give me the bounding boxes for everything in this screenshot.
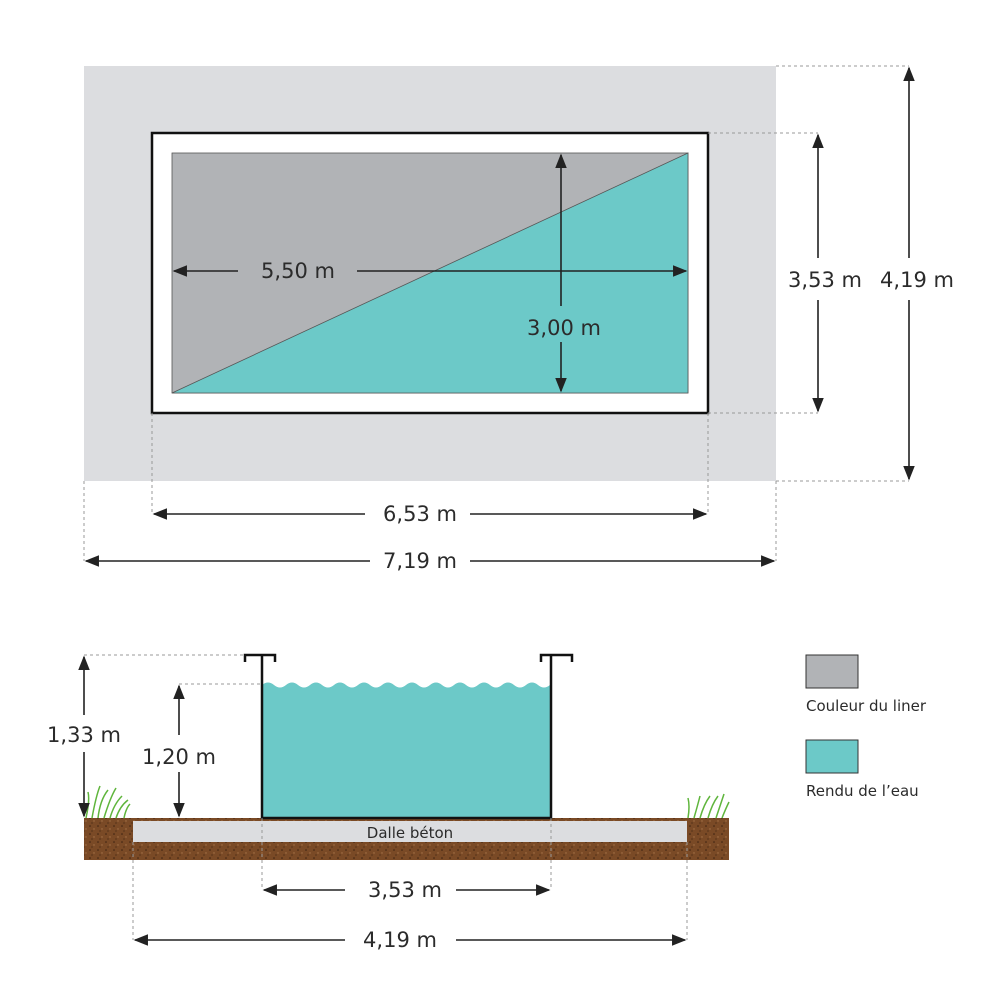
frame-length-label: 6,53 m [383, 502, 457, 526]
pool-width-label: 3,53 m [368, 878, 442, 902]
pool-rim-left [243, 653, 277, 662]
grass-left-icon [85, 785, 131, 819]
side-view: Dalle béton 1,33 m 1,20 m 3,53 m 4,19 m [47, 653, 730, 952]
outer-width-label: 4,19 m [880, 268, 954, 292]
legend-label-liner: Couleur du liner [806, 697, 927, 715]
legend-swatch-liner [805, 654, 859, 689]
outer-length-label: 7,19 m [383, 549, 457, 573]
grass-right-icon [687, 793, 730, 819]
pool-wall [260, 656, 553, 820]
water-area [171, 152, 689, 394]
pool-rim-right [539, 653, 574, 662]
inner-width-label: 3,00 m [527, 316, 601, 340]
frame-width-label: 3,53 m [788, 268, 862, 292]
slab-width-label: 4,19 m [363, 928, 437, 952]
water-height-label: 1,20 m [142, 745, 216, 769]
slab-label: Dalle béton [367, 824, 453, 842]
legend-swatch-water [805, 739, 859, 774]
total-height-label: 1,33 m [47, 723, 121, 747]
legend-label-water: Rendu de l’eau [806, 782, 919, 800]
concrete-slab [133, 821, 687, 842]
inner-length-label: 5,50 m [261, 259, 335, 283]
legend: Couleur du liner Rendu de l’eau [805, 654, 927, 800]
water-body [262, 682, 551, 818]
top-view: 5,50 m 3,00 m 3,53 m 4,19 m 6,53 m 7,19 … [83, 65, 954, 573]
